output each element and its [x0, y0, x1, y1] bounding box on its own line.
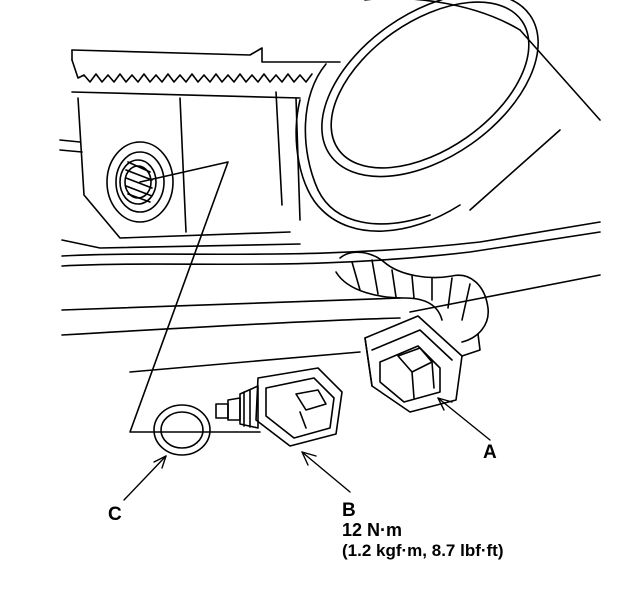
sensor-b	[215, 367, 343, 447]
torque-spec-primary: 12 N·m	[342, 520, 403, 540]
torque-spec-alternate: (1.2 kgf·m, 8.7 lbf·ft)	[342, 541, 504, 560]
harness-strips	[61, 221, 601, 373]
leader-arrows	[123, 397, 491, 501]
sensor-port	[106, 141, 174, 223]
callout-b-label: B	[342, 500, 356, 521]
engine-rail	[59, 47, 341, 249]
install-guides	[129, 161, 261, 433]
o-ring-c	[153, 404, 211, 456]
wire-harness	[335, 251, 489, 343]
callout-a-label: A	[483, 442, 497, 463]
cylinder-housing	[295, 0, 601, 232]
callout-c-label: C	[108, 504, 122, 525]
connector-a	[364, 315, 481, 413]
